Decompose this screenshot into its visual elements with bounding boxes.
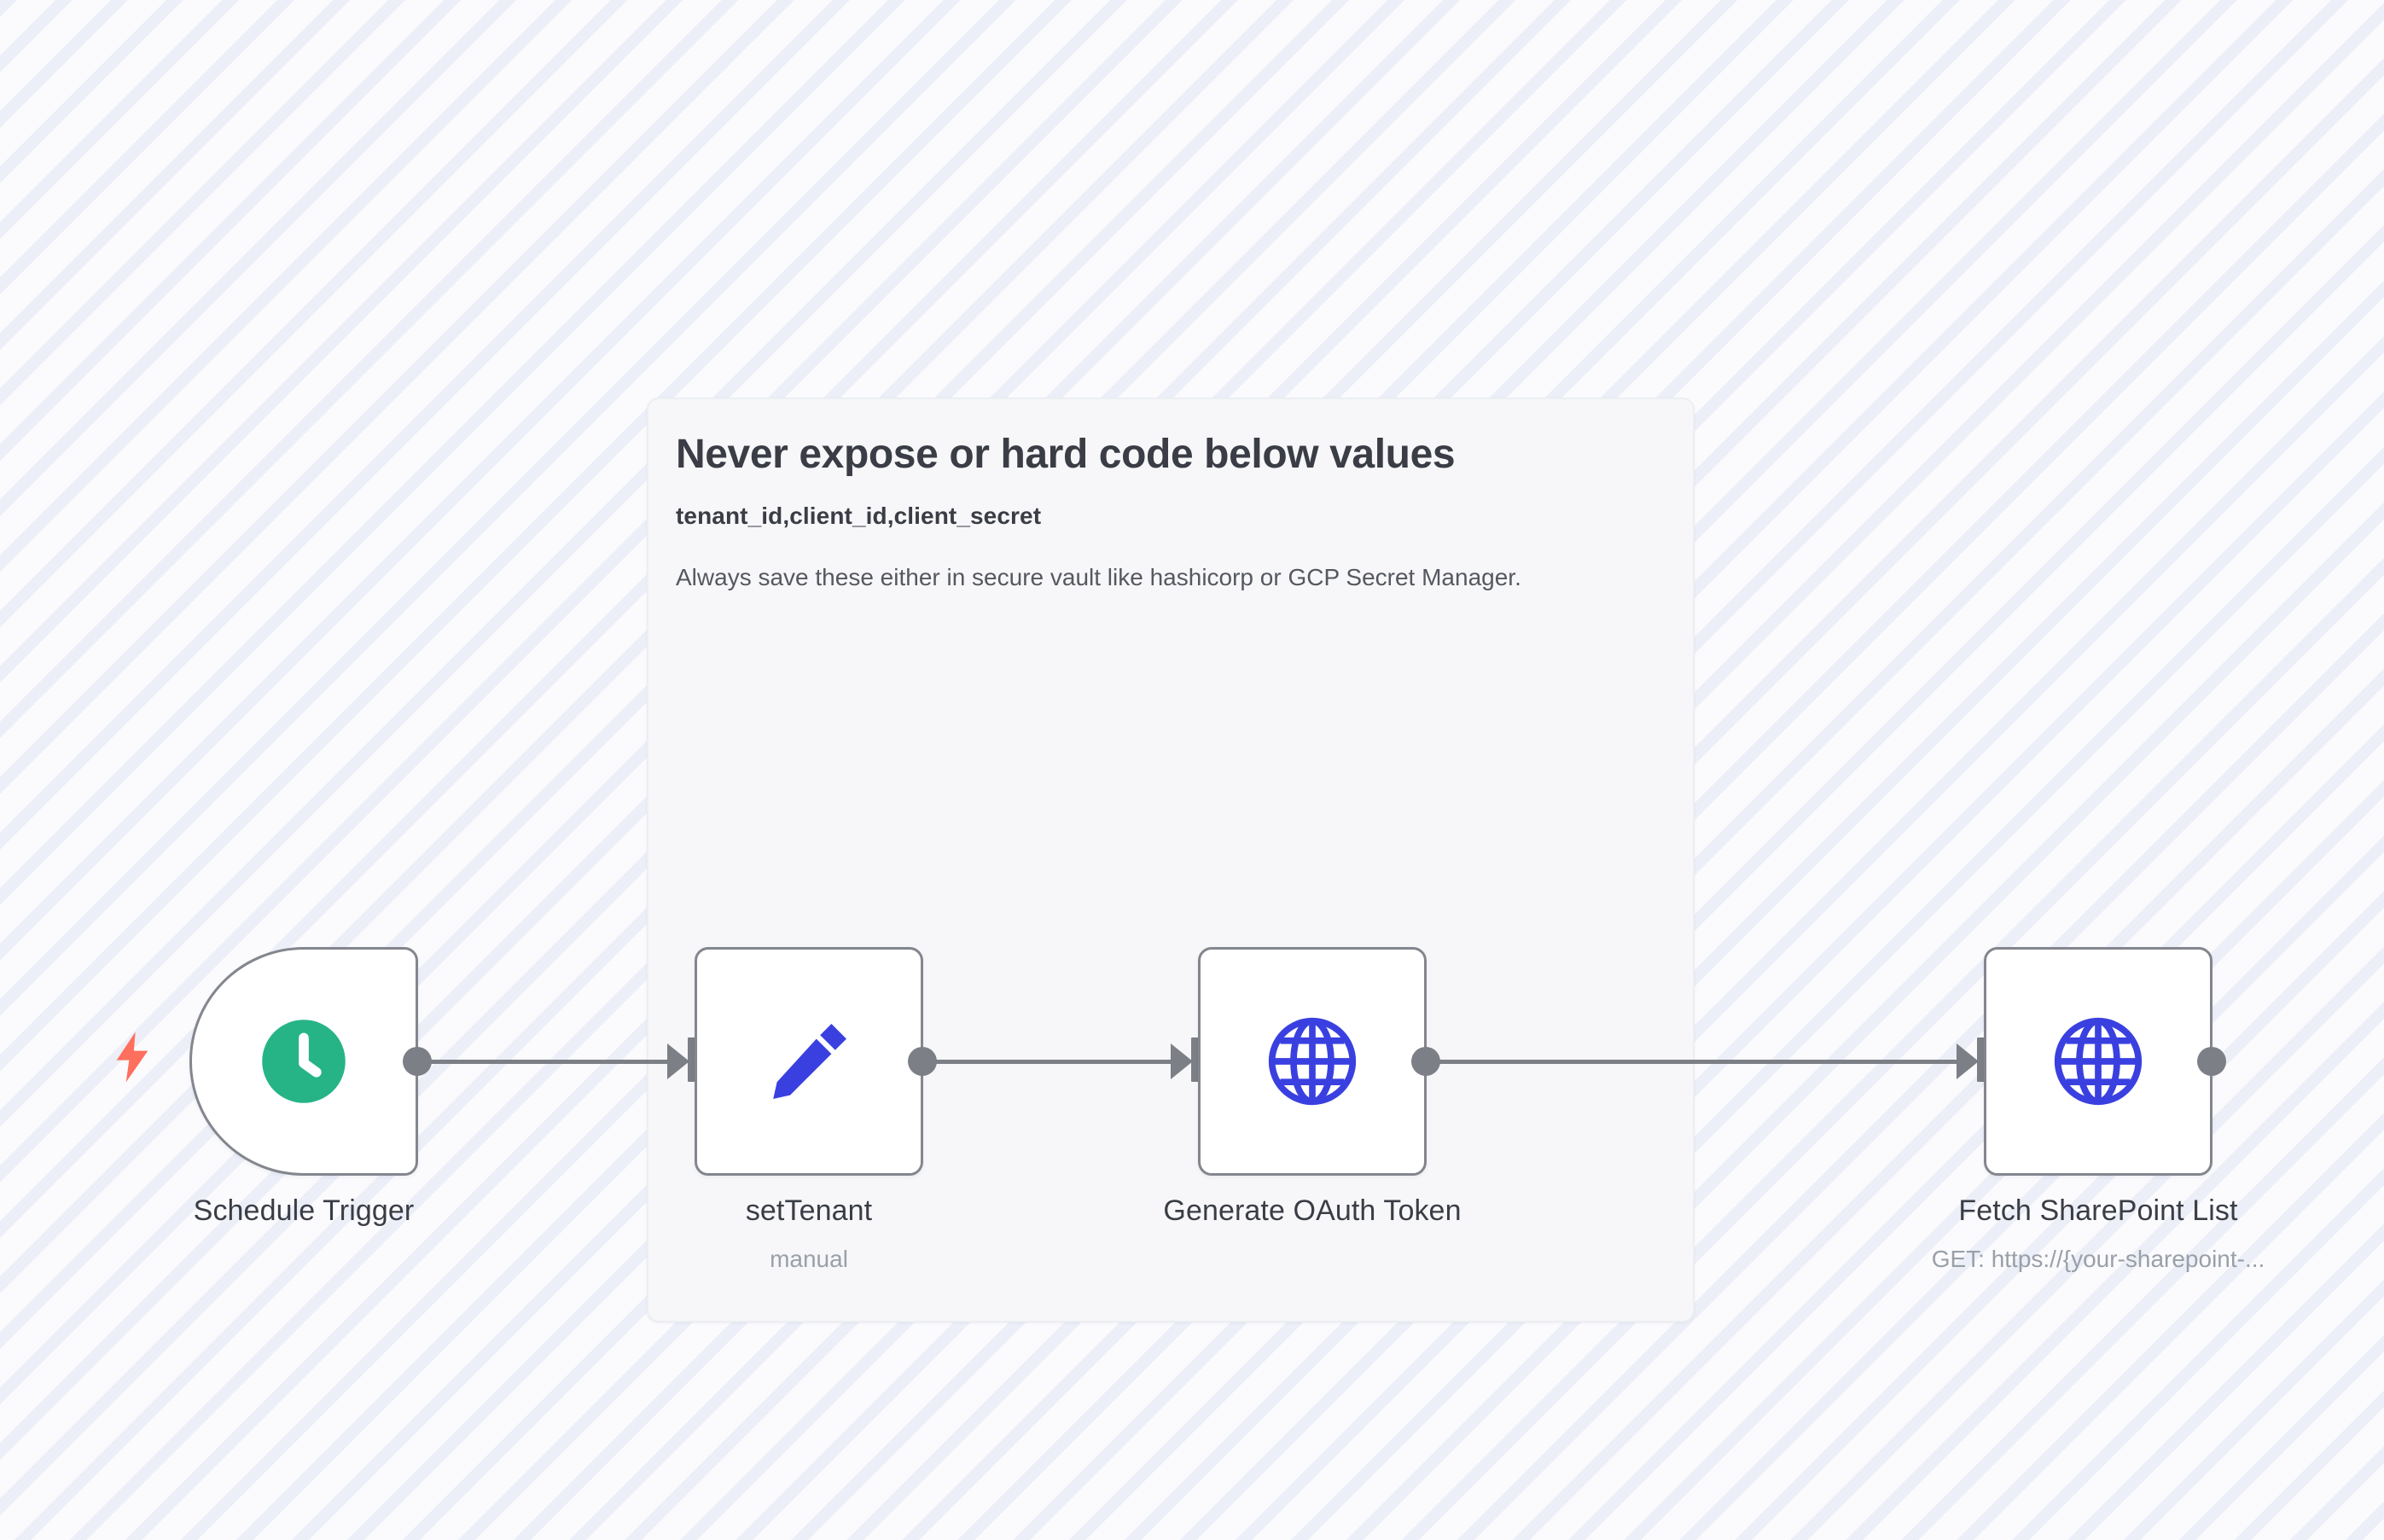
sticky-note-body: Always save these either in secure vault… bbox=[676, 563, 1521, 590]
node-label-fetch-sharepoint-list: Fetch SharePoint List bbox=[1958, 1194, 2238, 1227]
connector-oauth-to-sharepoint[interactable] bbox=[1433, 1060, 1971, 1064]
node-schedule-trigger[interactable] bbox=[189, 947, 418, 1176]
connector-arrow-settenant bbox=[667, 1043, 689, 1079]
node-sublabel-settenant: manual bbox=[770, 1246, 848, 1272]
node-fetch-sharepoint-list[interactable] bbox=[1984, 947, 2212, 1176]
node-label-generate-oauth-token: Generate OAuth Token bbox=[1163, 1194, 1462, 1227]
output-port-schedule-trigger[interactable] bbox=[403, 1047, 432, 1076]
node-label-schedule-trigger: Schedule Trigger bbox=[193, 1194, 415, 1227]
connector-settenant-to-oauth[interactable] bbox=[930, 1060, 1186, 1064]
globe-icon bbox=[1265, 1014, 1359, 1108]
node-sublabel-fetch-sharepoint-list: GET: https://{your-sharepoint-... bbox=[1931, 1246, 2265, 1272]
clock-icon bbox=[257, 1014, 351, 1108]
output-port-oauth[interactable] bbox=[1411, 1047, 1440, 1076]
output-port-sharepoint[interactable] bbox=[2197, 1047, 2226, 1076]
sticky-note-subtitle: tenant_id,client_id,client_secret bbox=[676, 502, 1042, 529]
lightning-bolt-icon bbox=[116, 1032, 148, 1083]
connector-arrow-sharepoint bbox=[1957, 1043, 1979, 1079]
node-generate-oauth-token[interactable] bbox=[1198, 947, 1427, 1176]
pencil-icon bbox=[762, 1014, 856, 1108]
node-label-settenant: setTenant bbox=[745, 1194, 873, 1227]
sticky-note-title: Never expose or hard code below values bbox=[676, 432, 1456, 477]
globe-icon bbox=[2051, 1014, 2145, 1108]
node-settenant[interactable] bbox=[695, 947, 923, 1176]
connector-arrow-oauth bbox=[1171, 1043, 1193, 1079]
sticky-note[interactable]: Never expose or hard code below values t… bbox=[647, 398, 1695, 1322]
connector-schedule-to-settenant[interactable] bbox=[427, 1060, 683, 1064]
output-port-settenant[interactable] bbox=[908, 1047, 937, 1076]
